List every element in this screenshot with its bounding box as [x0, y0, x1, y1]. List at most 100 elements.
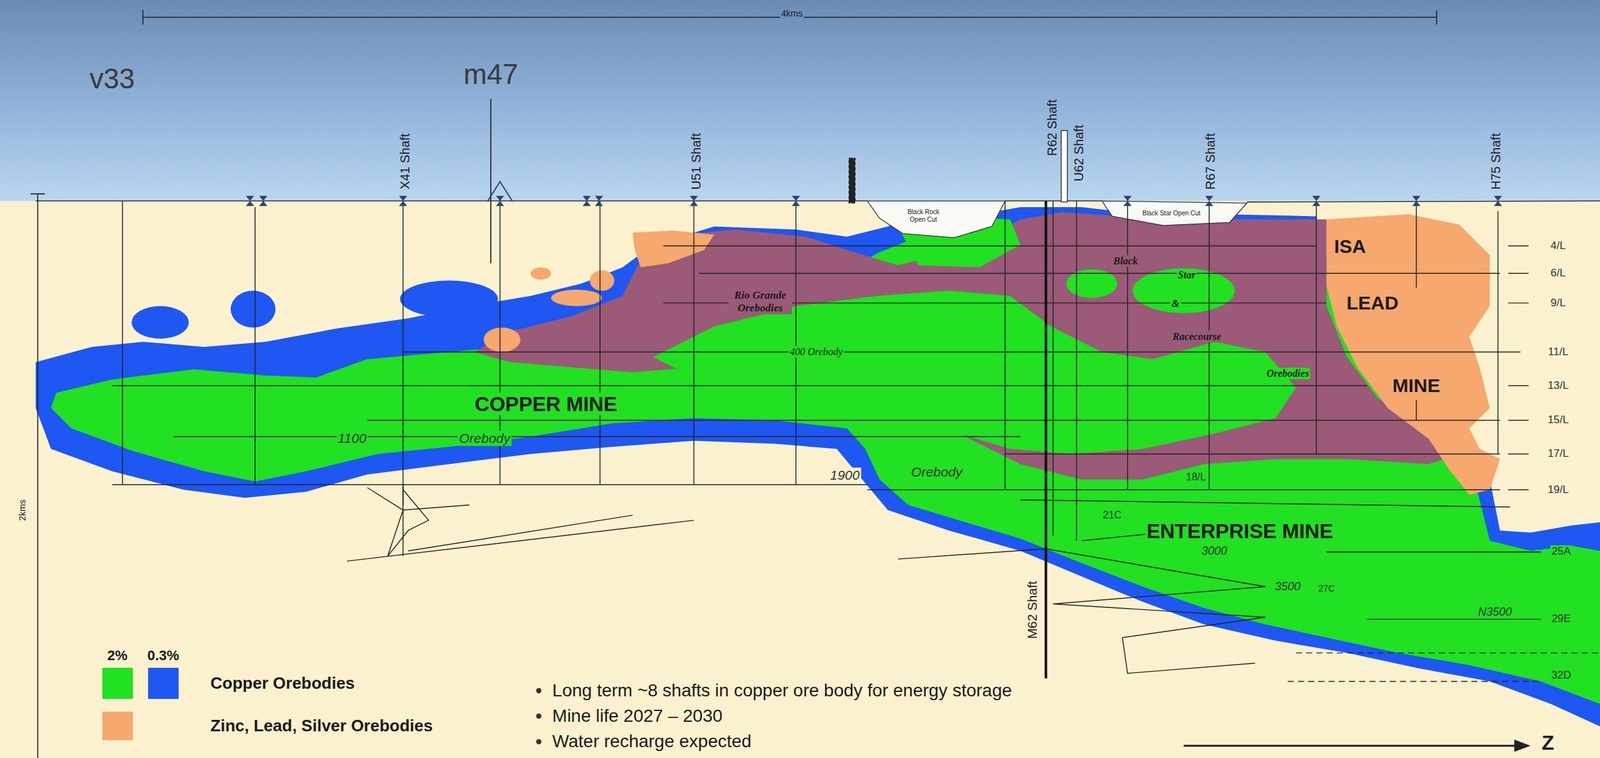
- shaft-label-holder: M62 Shaft: [1025, 579, 1040, 641]
- orebody-label: &: [1170, 298, 1181, 310]
- copper-high-grade: [652, 216, 1296, 454]
- note-bullet: Long term ~8 shafts in copper ore body f…: [551, 680, 1014, 702]
- orebody-label-holder: Black: [1111, 255, 1139, 267]
- orebody-label: 1900: [828, 467, 862, 484]
- mine-label-holder: LEAD: [1345, 292, 1400, 315]
- orebody-label: Rio Grande Orebodies: [728, 289, 793, 315]
- north-arrow: [1514, 739, 1531, 753]
- level-label-holder: 6/L: [1549, 266, 1567, 280]
- shaft-label: R67 Shaft: [1202, 131, 1218, 191]
- annotation-holder: m47: [462, 58, 520, 91]
- mine-workings: [112, 200, 1600, 682]
- ground: [0, 200, 1600, 758]
- open-cut: [1102, 200, 1248, 226]
- mine-label-holder: COPPER MINE: [473, 392, 619, 416]
- legend-label-holder: 0.3%: [146, 648, 181, 665]
- legend-label: Zinc, Lead, Silver Orebodies: [209, 717, 435, 737]
- note-bullet-holder: Long term ~8 shafts in copper ore body f…: [551, 680, 1014, 702]
- orebody-label: Orebody: [457, 430, 512, 447]
- pit-label: Black Star Open Cut: [1141, 209, 1202, 218]
- scale-label: 4kms: [779, 8, 804, 19]
- legend-label-holder: 2%: [106, 648, 130, 665]
- orebody-label: Star: [1176, 269, 1197, 281]
- headframe: [1060, 130, 1068, 203]
- legend-label: 2%: [106, 648, 130, 665]
- level-label-holder: 18/L: [1184, 471, 1208, 484]
- north-label-holder: Z: [1540, 731, 1556, 755]
- level-label: 19/L: [1546, 483, 1571, 497]
- bullet-dot: [535, 688, 541, 746]
- level-label-holder: 11/L: [1546, 345, 1570, 359]
- orebody-label: Racecourse: [1171, 331, 1223, 343]
- mine-label-holder: ENTERPRISE MINE: [1145, 519, 1335, 544]
- level-label-holder: 9/L: [1549, 296, 1567, 310]
- scale-label: 2kms: [17, 498, 28, 522]
- level-label-holder: 17/L: [1546, 448, 1571, 461]
- copper-low-grade: [35, 207, 1600, 727]
- orebody-label: 3000: [1200, 544, 1229, 558]
- level-label-holder: 29E: [1550, 613, 1573, 627]
- legend-swatch: [102, 711, 133, 741]
- level-label: 17/L: [1546, 448, 1571, 461]
- note-bullet-holder: Water recharge expected: [551, 731, 753, 753]
- orebody-label-holder: &: [1170, 298, 1181, 310]
- orebody-label-holder: 3000: [1200, 544, 1229, 558]
- orebody-label-holder: Star: [1176, 269, 1197, 281]
- shaft-label: H75 Shaft: [1488, 131, 1504, 191]
- lead-copper-zone: [474, 212, 1459, 480]
- orebody-label-holder: Orebody: [457, 430, 512, 447]
- level-label-holder: 15/L: [1546, 414, 1571, 428]
- note-bullet-holder: Mine life 2027 – 2030: [551, 706, 725, 727]
- legend-heading-holder: Copper Orebodies: [209, 674, 356, 694]
- orebody-label: N3500: [1476, 605, 1513, 620]
- level-label-holder: 32D: [1549, 669, 1573, 683]
- legend-swatch: [148, 668, 179, 699]
- orebody-label: Black: [1111, 255, 1139, 267]
- level-label: 11/L: [1546, 345, 1570, 359]
- headframe: [849, 158, 856, 204]
- sky: [0, 0, 1600, 203]
- level-label: 13/L: [1546, 379, 1571, 393]
- north-label: Z: [1540, 731, 1556, 755]
- level-label: 32D: [1549, 669, 1573, 683]
- copper-high-grade: [50, 237, 1600, 705]
- shaft-label: X41 Shaft: [397, 132, 413, 191]
- orebody-label-holder: Racecourse: [1171, 331, 1223, 343]
- scale-label-holder: 2kms: [16, 498, 28, 522]
- level-label-holder: 25A: [1550, 546, 1573, 559]
- shaft-label: U51 Shaft: [688, 131, 704, 191]
- scale-bar: [30, 10, 1437, 758]
- level-label: 18/L: [1184, 471, 1208, 484]
- level-label: 6/L: [1549, 266, 1567, 280]
- note-bullet: Mine life 2027 – 2030: [551, 706, 725, 727]
- pit-label: Black Rock Open Cut: [903, 208, 944, 224]
- level-label: 15/L: [1546, 414, 1571, 428]
- orebody-label-holder: 400 Orebody: [788, 346, 844, 358]
- pit-label-holder: Black Star Open Cut: [1141, 206, 1202, 219]
- legend-label-holder: Zinc, Lead, Silver Orebodies: [209, 717, 435, 737]
- level-label: 27C: [1317, 583, 1337, 594]
- level-label-holder: 19/L: [1546, 483, 1571, 497]
- orebody-label: Orebodies: [1264, 367, 1311, 379]
- shaft-label-holder: R62 Shaft: [1044, 97, 1060, 158]
- leader-line: [490, 99, 492, 264]
- mine-label: COPPER MINE: [473, 392, 619, 416]
- mine-label: LEAD: [1345, 292, 1400, 315]
- note-bullet: Water recharge expected: [551, 731, 753, 753]
- north-arrow: [1183, 745, 1519, 747]
- mine-label-holder: ISA: [1333, 235, 1368, 259]
- annotation: v33: [88, 62, 137, 95]
- level-label-holder: 4/L: [1549, 239, 1567, 253]
- shaft-label: U62 Shaft: [1071, 123, 1086, 183]
- orebody-label-holder: 1900: [828, 467, 862, 484]
- orebody-label-holder: 1100: [336, 430, 368, 447]
- orebody-label-holder: Rio Grande Orebodies: [728, 289, 793, 315]
- level-label: 21C: [1101, 509, 1123, 521]
- shaft-label-holder: U51 Shaft: [688, 131, 704, 191]
- level-label: 25A: [1550, 546, 1573, 559]
- level-label-holder: 13/L: [1546, 379, 1571, 393]
- level-label-holder: 21C: [1101, 509, 1123, 521]
- pit-label-holder: Black Rock Open Cut: [903, 208, 944, 225]
